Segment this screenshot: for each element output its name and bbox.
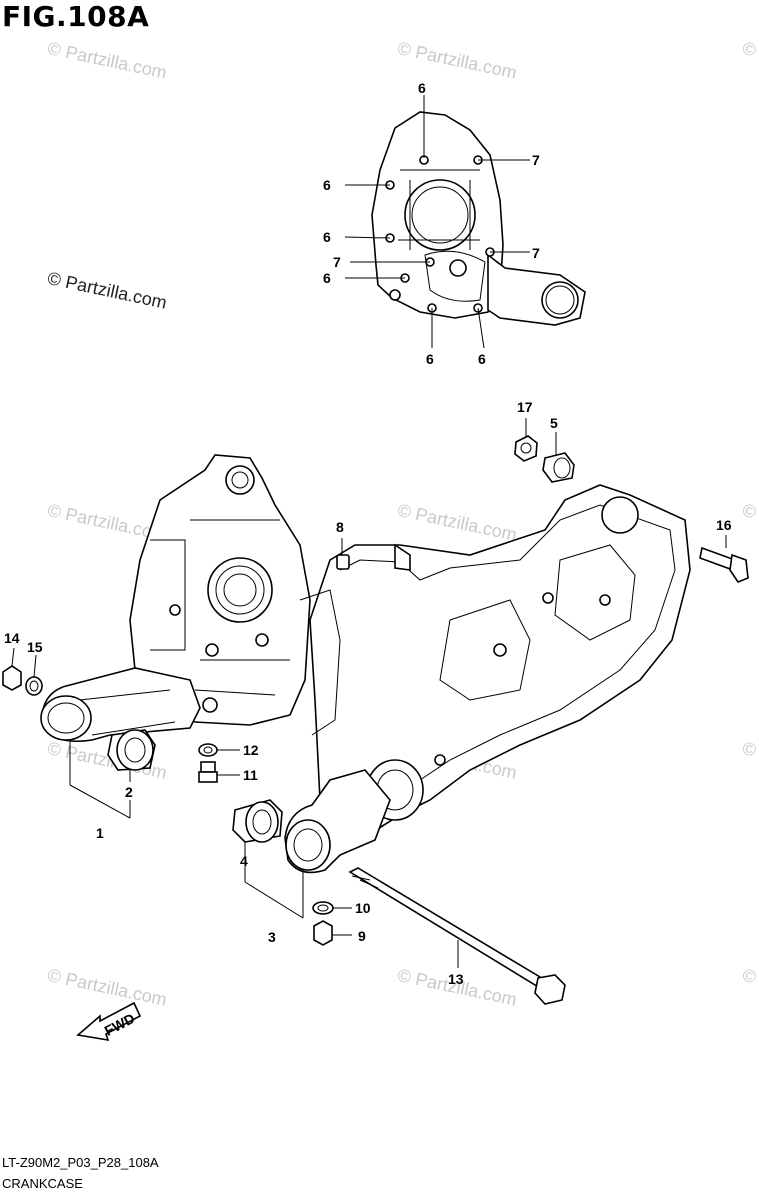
callout-2: 2 <box>125 784 133 800</box>
crankcase-cover-drawing <box>371 111 586 326</box>
callout-10: 10 <box>355 900 371 916</box>
callout-3: 3 <box>268 929 276 945</box>
callout-6: 6 <box>323 229 331 245</box>
callout-7: 7 <box>333 254 341 270</box>
callout-labels: 6 7 6 6 7 7 6 6 6 17 5 16 8 14 15 12 11 … <box>4 80 732 987</box>
diagram-name: CRANKCASE <box>2 1176 83 1191</box>
leader-lines <box>11 95 727 968</box>
left-crankcase-drawing <box>129 454 311 726</box>
callout-6: 6 <box>426 351 434 367</box>
callout-6: 6 <box>418 80 426 96</box>
small-parts-drawing <box>2 435 749 1005</box>
bush-4-drawing <box>232 799 283 843</box>
callout-7: 7 <box>532 245 540 261</box>
fwd-arrow-icon: FWD <box>76 1001 142 1042</box>
callout-8: 8 <box>336 519 344 535</box>
right-mount-bracket-drawing <box>284 769 391 874</box>
callout-7: 7 <box>532 152 540 168</box>
figure-title: FIG.108A <box>2 0 150 33</box>
diagram-code: LT-Z90M2_P03_P28_108A <box>2 1155 159 1170</box>
callout-16: 16 <box>716 517 732 533</box>
callout-13: 13 <box>448 971 464 987</box>
right-crankcase-drawing <box>299 484 691 846</box>
callout-6: 6 <box>478 351 486 367</box>
callout-5: 5 <box>550 415 558 431</box>
left-mount-bracket-drawing <box>40 667 201 743</box>
bush-2-drawing <box>107 729 156 771</box>
callout-1: 1 <box>96 825 104 841</box>
callout-11: 11 <box>243 767 258 783</box>
callout-15: 15 <box>27 639 43 655</box>
callout-4: 4 <box>240 853 248 869</box>
callout-9: 9 <box>358 928 366 944</box>
callout-6: 6 <box>323 177 331 193</box>
callout-17: 17 <box>517 399 533 415</box>
callout-14: 14 <box>4 630 20 646</box>
callout-12: 12 <box>243 742 259 758</box>
callout-6: 6 <box>323 270 331 286</box>
